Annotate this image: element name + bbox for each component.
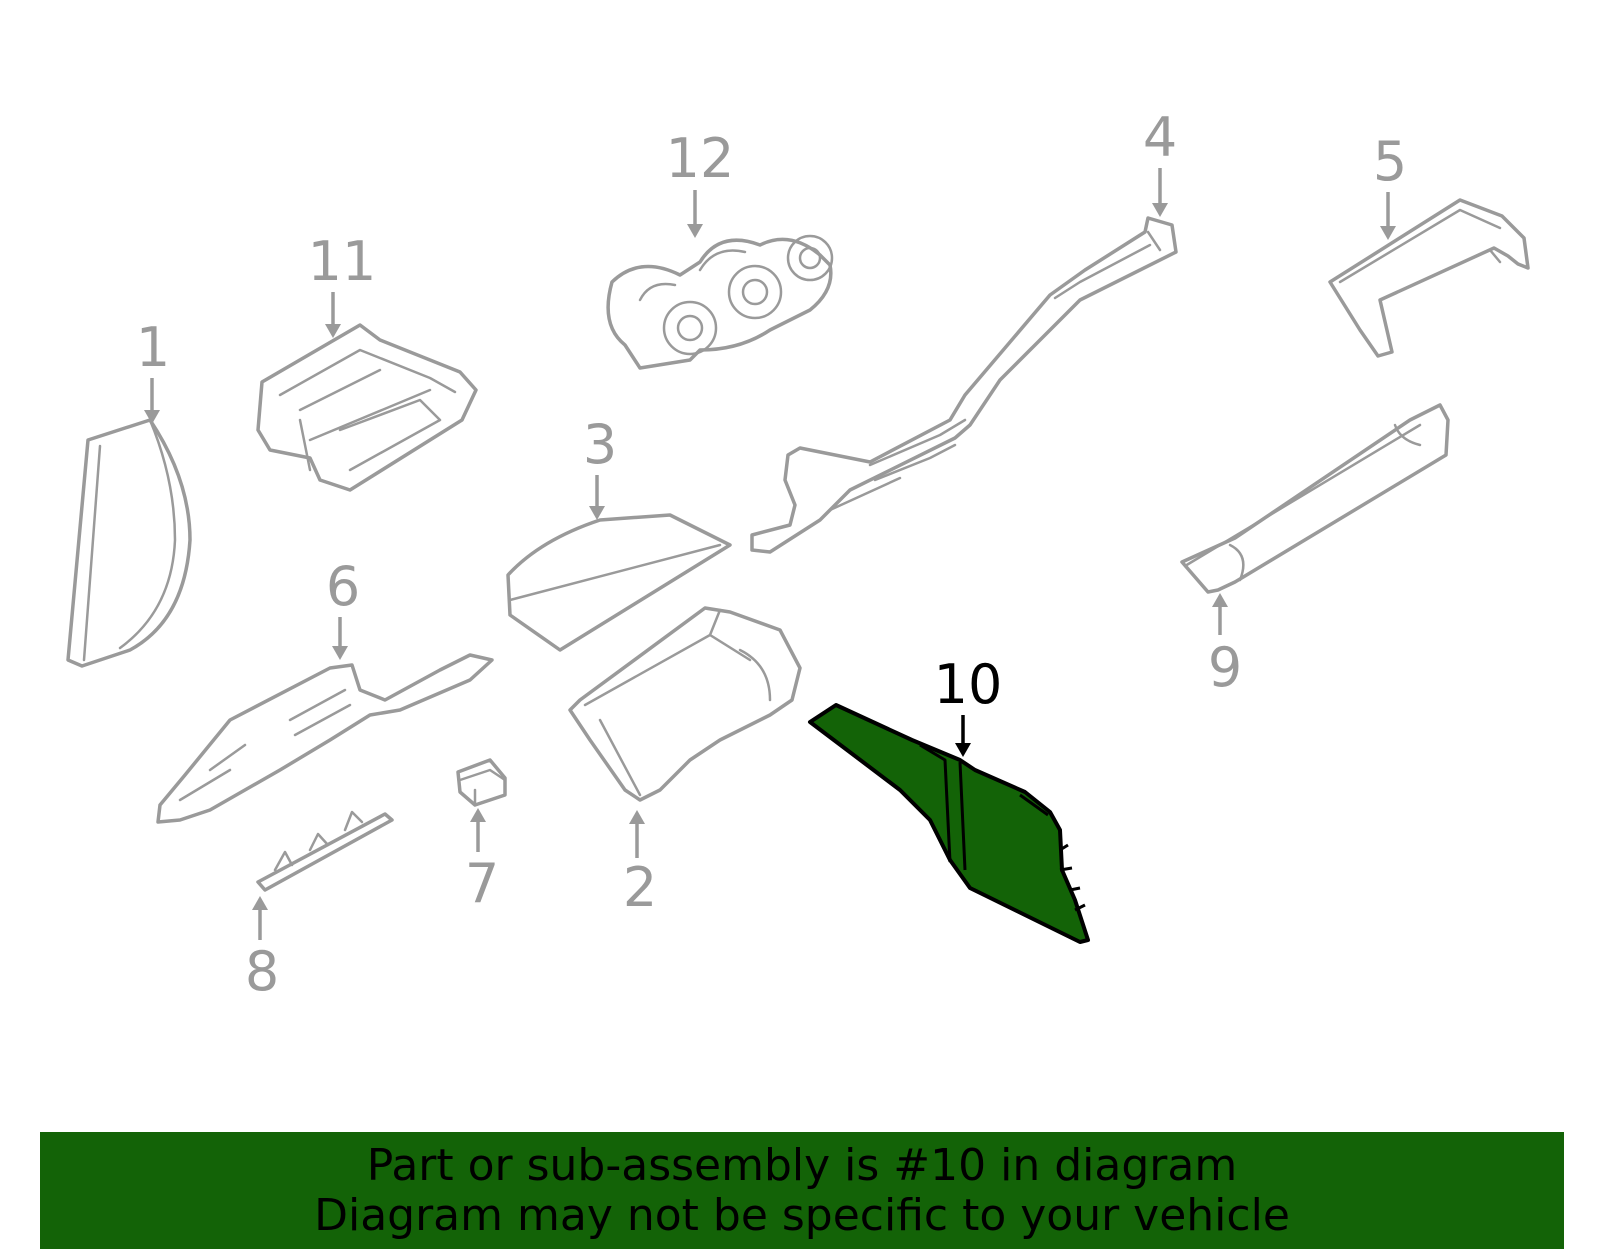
part-3[interactable]: [506, 513, 732, 652]
part-7[interactable]: [456, 758, 507, 807]
callout-12: 12: [666, 127, 735, 190]
part-2[interactable]: [568, 606, 802, 802]
part-6[interactable]: [156, 653, 494, 824]
banner-line-2: Diagram may not be specific to your vehi…: [314, 1189, 1290, 1241]
callout-7: 7: [465, 852, 499, 915]
callout-1: 1: [136, 316, 170, 379]
callout-4: 4: [1143, 106, 1177, 169]
callout-10: 10: [934, 653, 1003, 716]
part-12[interactable]: [606, 234, 834, 370]
callout-3: 3: [583, 413, 617, 476]
callout-arrows: [144, 168, 1396, 940]
part-4[interactable]: [750, 216, 1178, 554]
part-1[interactable]: [66, 418, 192, 668]
banner-line-1: Part or sub-assembly is #10 in diagram: [366, 1139, 1238, 1191]
callout-5: 5: [1373, 130, 1407, 193]
part-10[interactable]: [808, 703, 1090, 944]
part-11[interactable]: [256, 323, 478, 492]
part-5[interactable]: [1328, 198, 1530, 358]
info-banner: Part or sub-assembly is #10 in diagram D…: [40, 1132, 1564, 1249]
part-8[interactable]: [256, 810, 394, 892]
callout-2: 2: [623, 856, 657, 919]
callout-9: 9: [1208, 636, 1242, 699]
callout-8: 8: [245, 940, 279, 1003]
callout-11: 11: [308, 230, 377, 293]
part-9[interactable]: [1180, 403, 1450, 594]
callout-6: 6: [326, 555, 360, 618]
